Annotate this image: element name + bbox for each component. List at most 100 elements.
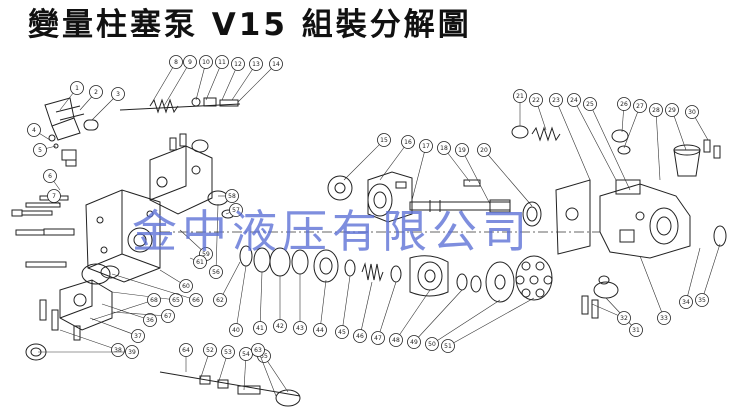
callout-balloon xyxy=(371,331,385,345)
callout-balloon xyxy=(679,295,693,309)
callout-balloon xyxy=(695,293,709,307)
callout-number-8: 8 xyxy=(174,59,178,66)
callout-number-9: 9 xyxy=(188,59,192,66)
callout-number-12: 12 xyxy=(234,61,242,68)
callout-leader-line xyxy=(341,275,351,333)
callout-leader-line xyxy=(231,63,257,101)
callout-balloon xyxy=(389,333,403,347)
callout-balloon xyxy=(477,143,491,157)
callout-leader-line xyxy=(319,279,327,331)
callout-balloon xyxy=(617,97,631,111)
callout-number-30: 30 xyxy=(688,109,696,116)
callout-number-13: 13 xyxy=(252,61,260,68)
callout-leader-line xyxy=(555,99,591,181)
callout-balloon xyxy=(407,335,421,349)
callout-balloon xyxy=(189,293,203,307)
callout-number-6: 6 xyxy=(48,173,52,180)
upper-spring-parts xyxy=(119,97,241,114)
callout-number-22: 22 xyxy=(532,97,540,104)
callout-balloon xyxy=(313,323,327,337)
callout-leader-line xyxy=(443,147,471,183)
callout-balloon xyxy=(437,141,451,155)
valve-plate-and-pistons xyxy=(485,255,553,303)
callout-number-59: 59 xyxy=(202,251,210,258)
callout-number-66: 66 xyxy=(192,297,200,304)
callout-number-16: 16 xyxy=(404,139,412,146)
callout-number-28: 28 xyxy=(652,107,660,114)
callout-number-36: 36 xyxy=(146,317,154,324)
callout-number-25: 25 xyxy=(586,101,594,108)
callout-number-2: 2 xyxy=(94,89,98,96)
callout-balloon xyxy=(199,55,213,69)
callout-number-32: 32 xyxy=(620,315,628,322)
callout-leader-line xyxy=(219,261,241,301)
callout-number-53: 53 xyxy=(224,349,232,356)
callout-number-34: 34 xyxy=(682,299,690,306)
callout-balloon xyxy=(169,55,183,69)
end-cover-lower xyxy=(25,265,120,361)
callout-number-21: 21 xyxy=(516,93,524,100)
callout-number-44: 44 xyxy=(316,327,324,334)
callout-balloon xyxy=(629,323,643,337)
callout-balloon xyxy=(251,343,265,357)
callout-number-38: 38 xyxy=(114,347,122,354)
callout-number-64: 64 xyxy=(182,347,190,354)
callout-leader-line xyxy=(413,289,463,343)
callout-balloon xyxy=(549,93,563,107)
swash-plate-yoke xyxy=(327,171,413,223)
callout-leader-line xyxy=(411,145,427,201)
callout-balloon xyxy=(529,93,543,107)
callout-leader-line xyxy=(655,109,661,181)
callout-balloon xyxy=(293,321,307,335)
callout-leader-line xyxy=(89,317,139,337)
callout-number-39: 39 xyxy=(128,349,136,356)
callout-balloon xyxy=(179,279,193,293)
callout-leader-line xyxy=(685,247,701,303)
callout-number-58: 58 xyxy=(228,193,236,200)
callout-leader-line xyxy=(111,311,169,317)
callout-number-61: 61 xyxy=(196,259,204,266)
callout-balloon xyxy=(633,99,647,113)
callout-balloon xyxy=(33,143,47,157)
callout-number-4: 4 xyxy=(32,127,36,134)
main-pump-housing xyxy=(15,189,161,285)
callout-number-29: 29 xyxy=(668,107,676,114)
callout-leader-line xyxy=(59,329,119,351)
callout-balloon xyxy=(179,343,193,357)
callout-leader-line xyxy=(359,281,373,337)
callout-leader-line xyxy=(263,355,289,393)
callout-leader-line xyxy=(111,273,197,301)
callout-number-60: 60 xyxy=(182,283,190,290)
callout-number-67: 67 xyxy=(164,313,172,320)
callout-balloon xyxy=(111,343,125,357)
callout-number-11: 11 xyxy=(218,59,226,66)
callout-balloon xyxy=(649,103,663,117)
callout-balloon xyxy=(249,57,263,71)
callout-balloon xyxy=(657,311,671,325)
callout-balloon xyxy=(225,189,239,203)
callout-balloon xyxy=(335,325,349,339)
callout-leader-line xyxy=(101,303,151,321)
callout-number-42: 42 xyxy=(276,323,284,330)
callout-balloon xyxy=(213,293,227,307)
callout-leader-line xyxy=(623,105,641,149)
callout-number-5: 5 xyxy=(38,147,42,154)
callout-leader-line xyxy=(589,103,631,191)
diagram-title: 變量柱塞泵 V15 組裝分解圖 xyxy=(28,7,472,43)
callout-leader-line xyxy=(149,61,177,107)
callout-number-3: 3 xyxy=(116,91,120,98)
callout-balloon xyxy=(229,203,243,217)
callout-balloon xyxy=(401,135,415,149)
callout-balloon xyxy=(419,139,433,153)
callout-leader-line xyxy=(671,109,687,151)
callout-balloon xyxy=(231,57,245,71)
callout-number-40: 40 xyxy=(232,327,240,334)
callout-leader-line xyxy=(431,299,501,345)
left-compensator-assembly xyxy=(11,97,99,217)
callout-number-63: 63 xyxy=(254,347,262,354)
lower-shaft-parts xyxy=(159,371,301,407)
callout-number-50: 50 xyxy=(428,341,436,348)
callout-balloon xyxy=(425,337,439,351)
callout-balloon xyxy=(131,329,145,343)
